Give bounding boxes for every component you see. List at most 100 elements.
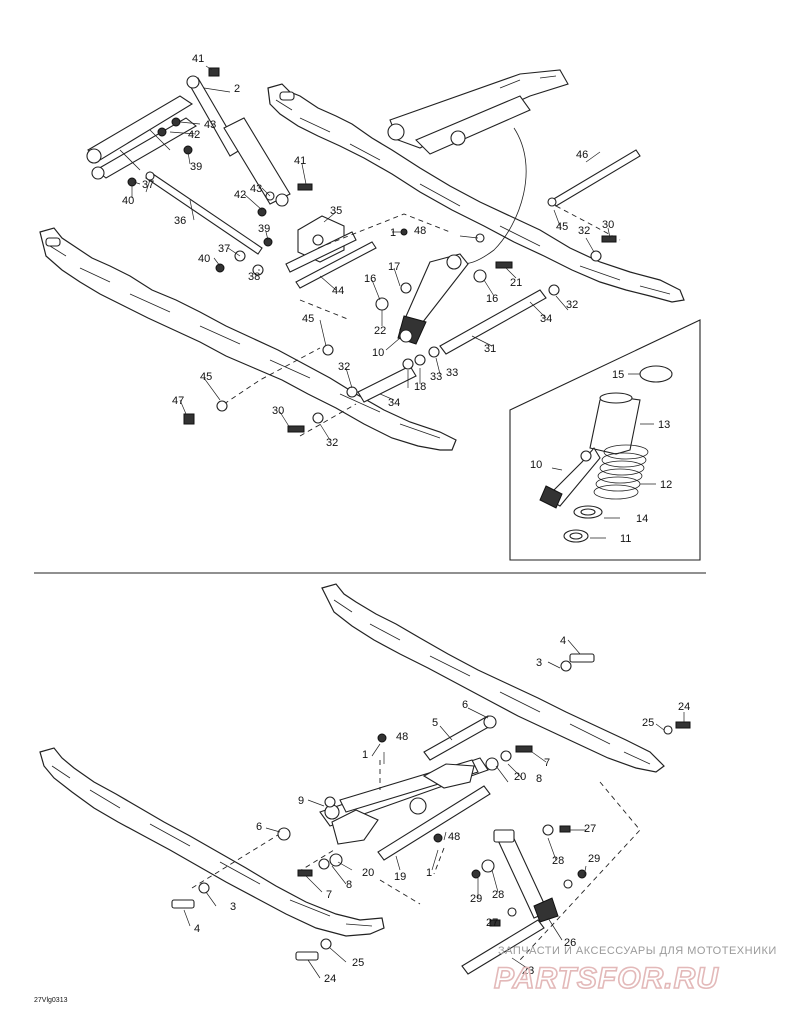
callout-31: 31 — [484, 343, 496, 355]
callout-41a: 41 — [192, 53, 204, 65]
rear-arm-upper — [387, 69, 569, 155]
coil-spring-12 — [593, 444, 649, 500]
callout-4a: 4 — [560, 635, 566, 647]
bottom-left-side-rail — [39, 747, 385, 937]
callout-20b: 20 — [362, 867, 374, 879]
callout-6b: 6 — [256, 821, 262, 833]
callout-1a: 1 — [390, 227, 396, 239]
callout-33a: 33 — [430, 371, 442, 383]
callout-34a: 34 — [540, 313, 552, 325]
callout-40b: 40 — [198, 253, 210, 265]
callout-18: 18 — [414, 381, 426, 393]
callout-42b: 42 — [234, 189, 246, 201]
callout-17: 17 — [388, 261, 400, 273]
callout-1b: 1 — [426, 867, 432, 879]
callout-25a: 25 — [642, 717, 654, 729]
callout-30b: 30 — [272, 405, 284, 417]
callout-46: 46 — [576, 149, 588, 161]
left-side-rail — [39, 227, 457, 451]
rear-suspension-top-assembly: 41 2 43 42 39 41 43 42 37 40 36 35 1 48 … — [39, 53, 701, 561]
callout-32a: 32 — [578, 225, 590, 237]
callout-14: 14 — [636, 513, 648, 525]
callout-39b: 39 — [258, 223, 270, 235]
callout-22: 22 — [374, 325, 386, 337]
callout-27b: 27 — [486, 917, 498, 929]
leader-lines-bottom — [183, 639, 685, 979]
front-arm-assembly — [86, 95, 197, 180]
callout-11: 11 — [620, 533, 631, 545]
callout-44: 44 — [332, 285, 344, 297]
callout-28b: 28 — [492, 889, 504, 901]
callout-37a: 37 — [142, 179, 154, 191]
callouts-top: 41 2 43 42 39 41 43 42 37 40 36 35 1 48 … — [122, 53, 614, 449]
hardware-bottom — [171, 653, 691, 961]
callout-2: 2 — [234, 83, 240, 95]
shock-cable — [459, 127, 527, 264]
callout-10b: 10 — [530, 459, 542, 471]
callout-40a: 40 — [122, 195, 134, 207]
callout-29b: 29 — [470, 893, 482, 905]
figure-code: 27Vlg0313 — [34, 997, 68, 1004]
callout-4b: 4 — [194, 923, 200, 935]
callout-48a: 48 — [396, 731, 408, 743]
shaft-34 — [357, 365, 417, 403]
callout-15: 15 — [612, 369, 624, 381]
watermark: ЗАПЧАСТИ И АКСЕССУАРЫ ДЛЯ МОТОТЕХНИКИ PA… — [493, 945, 777, 996]
rear-suspension-bottom-assembly: 4 3 24 25 6 5 48 1 7 20 8 9 6 20 8 7 19 … — [39, 583, 691, 985]
shaft-19 — [377, 785, 491, 861]
callout-19: 19 — [394, 871, 406, 883]
shock-26 — [493, 829, 559, 923]
callout-36: 36 — [174, 215, 186, 227]
callout-16b: 16 — [486, 293, 498, 305]
watermark-tagline: ЗАПЧАСТИ И АКСЕССУАРЫ ДЛЯ МОТОТЕХНИКИ — [498, 945, 777, 957]
shaft-44 — [295, 241, 377, 289]
callout-38: 38 — [248, 271, 260, 283]
callout-35: 35 — [330, 205, 342, 217]
front-arm-9 — [319, 757, 489, 845]
callout-12: 12 — [660, 479, 672, 491]
rod-36 — [145, 171, 263, 255]
callout-3b: 3 — [230, 901, 236, 913]
callout-45c: 45 — [200, 371, 212, 383]
callouts-bottom: 4 3 24 25 6 5 48 1 7 20 8 9 6 20 8 7 19 … — [194, 635, 690, 985]
shock-detail-inset: 15 13 10 12 14 11 — [509, 319, 701, 561]
callout-25b: 25 — [352, 957, 364, 969]
right-side-rail — [267, 83, 685, 303]
callout-9: 9 — [298, 795, 304, 807]
shaft-31 — [439, 289, 547, 355]
callout-16a: 16 — [364, 273, 376, 285]
callout-24b: 24 — [324, 973, 336, 985]
callout-33b: 33 — [446, 367, 458, 379]
callout-45a: 45 — [302, 313, 314, 325]
callout-32c: 32 — [338, 361, 350, 373]
callout-48b: 48 — [448, 831, 460, 843]
callout-41b: 41 — [294, 155, 306, 167]
callout-10a: 10 — [372, 347, 384, 359]
callout-48a: 48 — [414, 225, 426, 237]
callout-13: 13 — [658, 419, 670, 431]
shaft-23 — [461, 919, 545, 975]
callout-7a: 7 — [544, 757, 550, 769]
callout-29a: 29 — [588, 853, 600, 865]
callout-30a: 30 — [602, 219, 614, 231]
callout-21: 21 — [510, 277, 522, 289]
callout-28a: 28 — [552, 855, 564, 867]
callout-24a: 24 — [678, 701, 690, 713]
callout-42a: 42 — [188, 129, 200, 141]
leader-lines-top — [131, 65, 611, 441]
shock-absorber-2 — [186, 75, 291, 207]
shaft-46 — [551, 149, 641, 207]
watermark-brand: PARTSFOR.RU — [494, 962, 719, 995]
callout-43b: 43 — [250, 183, 262, 195]
callout-7b: 7 — [326, 889, 332, 901]
callout-26: 26 — [564, 937, 576, 949]
callout-34b: 34 — [388, 397, 400, 409]
bottom-right-side-rail — [321, 583, 665, 773]
rear-shock-10 — [397, 253, 469, 345]
callout-32b: 32 — [566, 299, 578, 311]
callout-27a: 27 — [584, 823, 596, 835]
callout-37b: 37 — [218, 243, 230, 255]
callout-32d: 32 — [326, 437, 338, 449]
callout-5: 5 — [432, 717, 438, 729]
